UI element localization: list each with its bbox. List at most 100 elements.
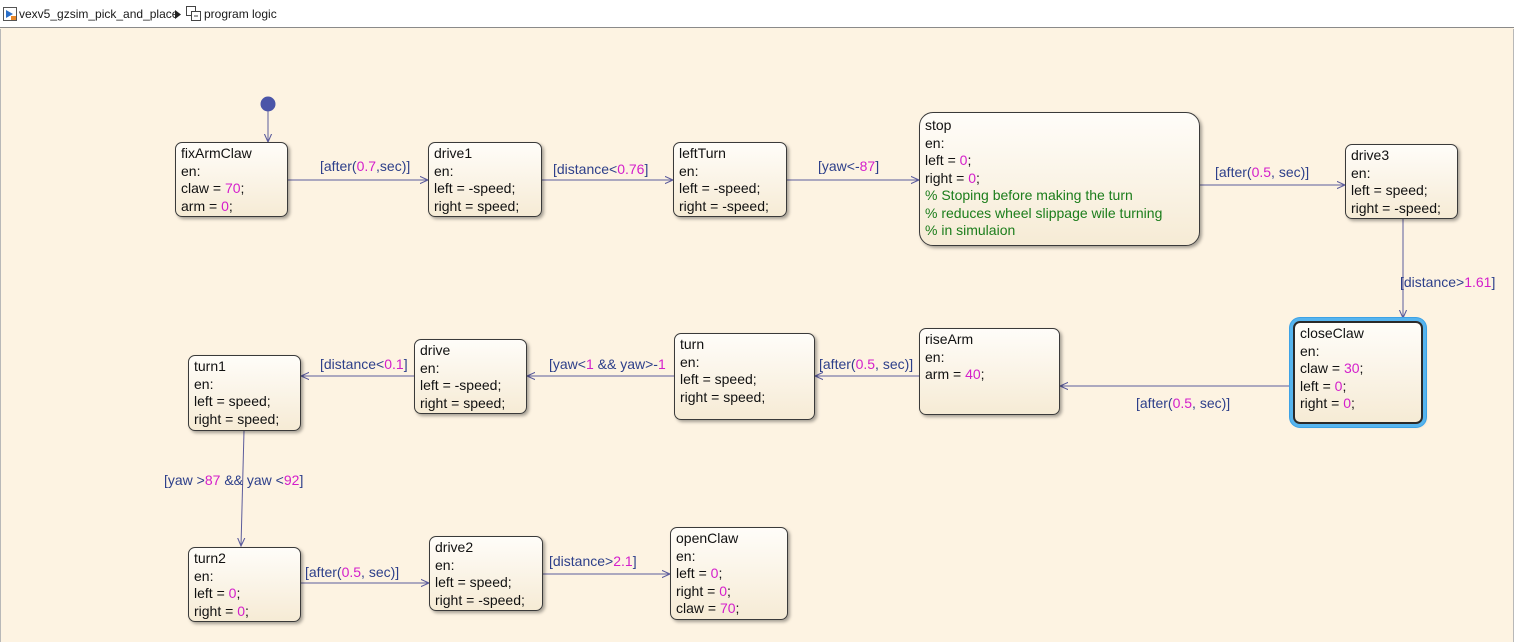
- action-number: 40: [965, 366, 981, 382]
- entry-label: en:: [194, 375, 214, 392]
- transition-label-riseArm-turn[interactable]: [after(0.5, sec)]: [819, 356, 913, 372]
- breadcrumb-chart-link[interactable]: program logic: [204, 7, 277, 21]
- action-line: left = 0;: [676, 565, 782, 583]
- entry-label: en:: [420, 359, 440, 376]
- state-name: closeClaw: [1300, 325, 1364, 341]
- state-closeClaw-active[interactable]: closeClaw en: claw = 30; left = 0; right…: [1293, 321, 1423, 424]
- state-turn[interactable]: turn en: left = speed; right = speed;: [674, 333, 815, 420]
- action-text: ;: [1359, 360, 1364, 376]
- action-text: right =: [194, 602, 238, 619]
- label-number: 87: [204, 472, 221, 488]
- state-openClaw[interactable]: openClaw en: left = 0; right = 0; claw =…: [670, 527, 788, 620]
- action-text: arm =: [925, 366, 966, 382]
- state-name: leftTurn: [679, 145, 726, 161]
- state-drive[interactable]: drive en: left = -speed; right = speed;: [414, 339, 527, 414]
- state-name: fixArmClaw: [181, 145, 252, 161]
- action-text: ;: [967, 152, 972, 168]
- transition-label-turn-drive[interactable]: [yaw<1 && yaw>-1: [549, 356, 666, 372]
- breadcrumb-model-link[interactable]: vexv5_gzsim_pick_and_place: [19, 7, 179, 21]
- transition-label-closeClaw-riseArm[interactable]: [after(0.5, sec)]: [1136, 395, 1230, 411]
- label-text: ]: [1491, 274, 1496, 290]
- action-line: left = 0;: [925, 152, 1194, 170]
- entry-label: en:: [181, 162, 201, 179]
- action-text: claw =: [1300, 360, 1344, 376]
- comment-line: % in simulaion: [925, 222, 1016, 238]
- action-line: left = -speed;: [679, 180, 761, 196]
- label-text: [after(: [1215, 164, 1252, 180]
- label-text: ]: [403, 356, 408, 372]
- action-line: right = speed;: [194, 410, 280, 427]
- action-number: 70: [224, 180, 241, 196]
- action-line: left = speed;: [680, 371, 757, 387]
- default-transition-dot[interactable]: [260, 96, 276, 112]
- transition-label-turn2-drive2[interactable]: [after(0.5, sec)]: [305, 564, 399, 580]
- label-text: [yaw >: [164, 472, 205, 488]
- entry-label: en:: [676, 547, 696, 564]
- action-text: arm =: [181, 197, 222, 214]
- action-text: ;: [727, 582, 731, 599]
- action-line: right = -speed;: [435, 591, 525, 608]
- breadcrumb-bar: vexv5_gzsim_pick_and_place program logic: [0, 0, 1514, 28]
- state-name: riseArm: [925, 331, 974, 347]
- transition-label-stop-drive3[interactable]: [after(0.5, sec)]: [1215, 164, 1309, 180]
- state-fixArmClaw[interactable]: fixArmClaw en: claw = 70; arm = 0;: [175, 142, 288, 217]
- state-name: drive3: [1351, 147, 1390, 163]
- label-text: , sec)]: [361, 564, 400, 580]
- action-line: arm = 40;: [925, 366, 1054, 384]
- label-number: 0.5: [1172, 395, 1193, 411]
- action-number: 70: [719, 600, 736, 616]
- action-line: right = speed;: [680, 388, 766, 405]
- label-text: [after(: [305, 564, 342, 580]
- action-line: right = 0;: [676, 583, 782, 601]
- action-text: left =: [925, 152, 960, 168]
- entry-label: en:: [1300, 342, 1320, 359]
- label-text: ]: [632, 553, 637, 569]
- state-drive2[interactable]: drive2 en: left = speed; right = -speed;: [429, 536, 543, 611]
- entry-label: en:: [925, 134, 945, 151]
- state-riseArm[interactable]: riseArm en: arm = 40;: [919, 328, 1060, 415]
- transition-label-leftTurn-stop[interactable]: [yaw<-87]: [818, 158, 879, 174]
- state-name: drive1: [434, 145, 473, 161]
- entry-label: en:: [434, 162, 454, 179]
- label-number: 1: [657, 356, 666, 372]
- label-text: [after(: [819, 356, 856, 372]
- action-line: left = 0;: [194, 585, 295, 603]
- state-name: drive2: [435, 539, 474, 555]
- action-line: right = -speed;: [1351, 199, 1441, 216]
- action-line: left = 0;: [1300, 378, 1416, 396]
- transition-label-drive-turn1[interactable]: [distance<0.1]: [320, 356, 408, 372]
- action-text: right =: [676, 582, 720, 599]
- comment-line: % Stoping before making the turn: [925, 187, 1133, 203]
- label-number: 2.1: [613, 553, 633, 569]
- transition-label-turn1-turn2[interactable]: [yaw >87 && yaw <92]: [164, 472, 303, 488]
- state-stop[interactable]: stop en: left = 0; right = 0; % Stoping …: [919, 112, 1200, 246]
- action-text: left =: [194, 585, 229, 601]
- label-number: 0.7: [356, 158, 377, 174]
- action-text: ;: [1351, 395, 1355, 411]
- state-turn1[interactable]: turn1 en: left = speed; right = speed;: [188, 355, 301, 431]
- state-drive3[interactable]: drive3 en: left = speed; right = -speed;: [1345, 144, 1458, 219]
- action-number: 30: [1343, 360, 1360, 376]
- simulink-model-icon[interactable]: [3, 7, 17, 21]
- action-line: right = 0;: [925, 170, 1194, 188]
- action-line: claw = 70;: [676, 600, 782, 618]
- stateflow-chart-icon[interactable]: [186, 6, 202, 22]
- entry-label: en:: [1351, 164, 1371, 181]
- action-number: 0: [228, 585, 237, 601]
- state-leftTurn[interactable]: leftTurn en: left = -speed; right = -spe…: [673, 142, 787, 217]
- action-text: right =: [1300, 395, 1344, 411]
- action-text: ;: [228, 197, 233, 214]
- state-drive1[interactable]: drive1 en: left = -speed; right = speed;: [428, 142, 542, 217]
- action-number: 0: [237, 602, 245, 619]
- transition-label-drive2-openClaw[interactable]: [distance>2.1]: [549, 553, 637, 569]
- label-text: ]: [875, 158, 880, 174]
- wire-turn1-turn2[interactable]: [241, 430, 244, 546]
- transition-label-drive1-leftTurn[interactable]: [distance<0.76]: [553, 161, 648, 177]
- transition-label-fixArmClaw-drive1[interactable]: [after(0.7,sec)]: [320, 158, 410, 174]
- action-line: right = speed;: [434, 197, 520, 214]
- state-turn2[interactable]: turn2 en: left = 0; right = 0;: [188, 547, 301, 622]
- action-text: ;: [1342, 377, 1347, 394]
- state-name: turn1: [194, 358, 226, 374]
- transition-label-drive3-closeClaw[interactable]: [distance>1.61]: [1400, 274, 1495, 290]
- action-number: 0: [221, 197, 229, 214]
